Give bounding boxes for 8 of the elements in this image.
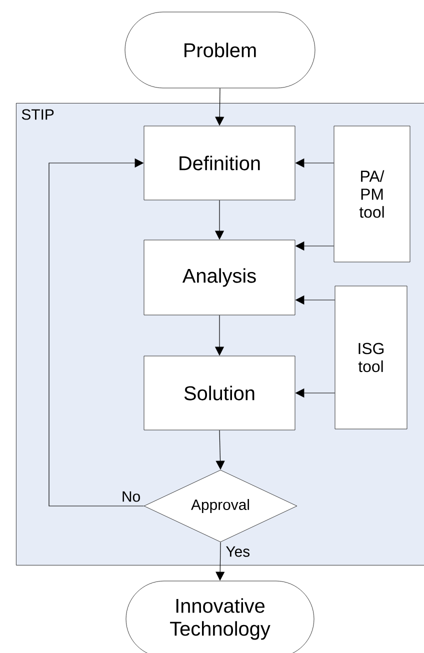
edge-label: Yes bbox=[224, 545, 252, 558]
tool-box: PA/ PM tool bbox=[334, 126, 410, 262]
process-box: Solution bbox=[144, 356, 296, 430]
edge-label: No bbox=[120, 490, 142, 503]
arrow bbox=[48, 158, 144, 506]
process-box: Analysis bbox=[144, 240, 296, 316]
tool-box: ISG tool bbox=[334, 286, 408, 430]
process-box: Definition bbox=[144, 126, 296, 200]
